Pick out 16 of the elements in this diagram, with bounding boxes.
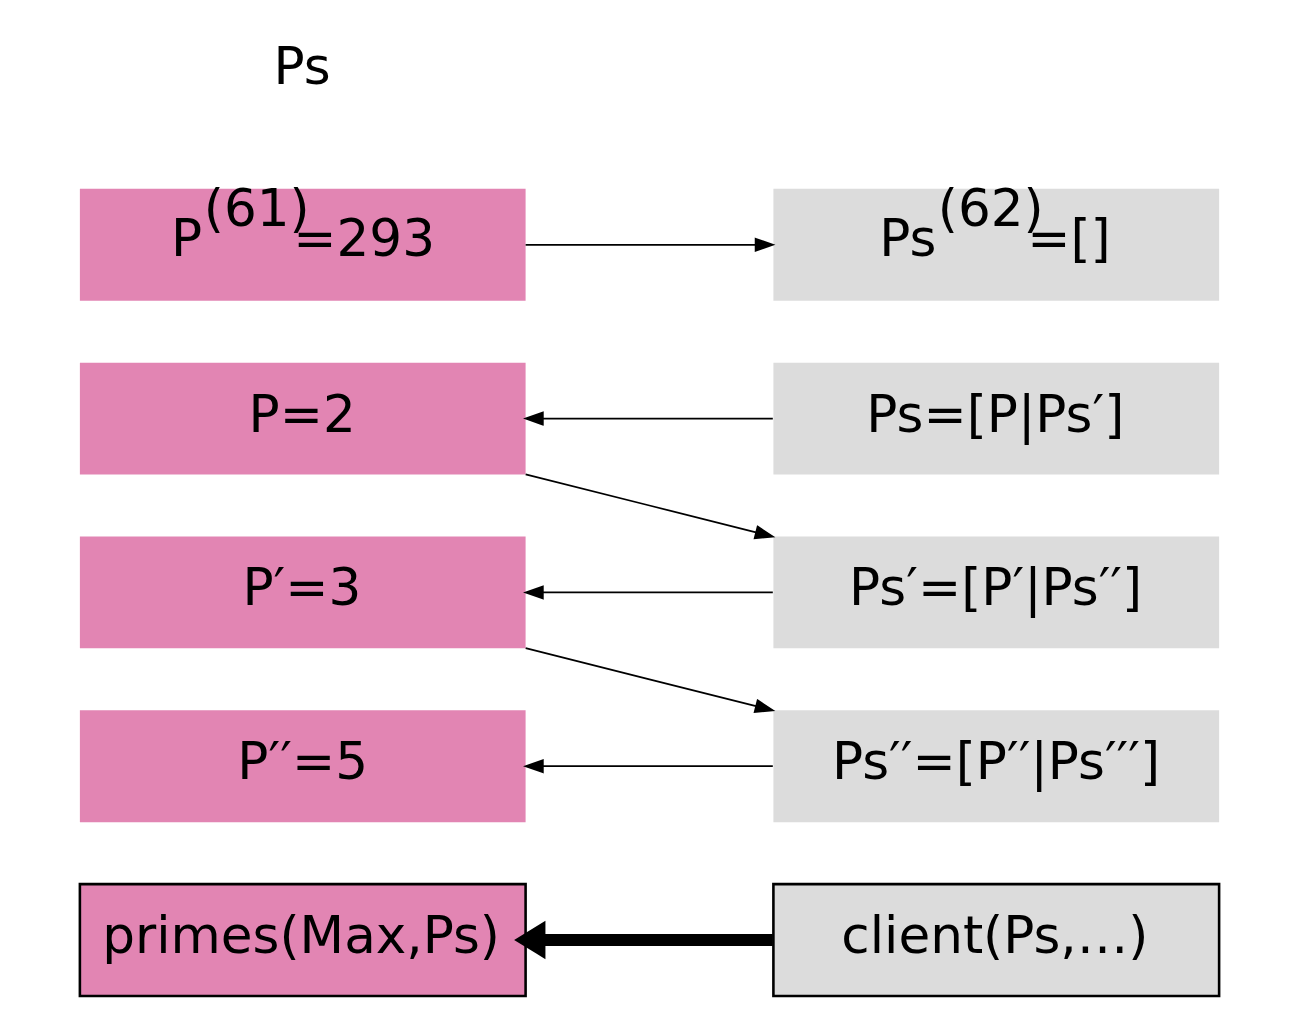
node-box: P=2 xyxy=(79,362,526,475)
node-box: Ps=[P|Ps′] xyxy=(772,362,1219,475)
arrow xyxy=(522,411,774,426)
arrow xyxy=(522,758,774,774)
node-box: client(Ps,…) xyxy=(771,882,1220,998)
arrow xyxy=(524,237,775,253)
arrow xyxy=(524,473,775,540)
node-box: P′′=5 xyxy=(79,710,526,823)
node-box: Ps′′=[P′′|Ps′′′] xyxy=(772,710,1219,823)
arrow xyxy=(522,585,774,600)
arrow xyxy=(524,647,775,713)
node-box: P′=3 xyxy=(79,536,526,649)
node-box: primes(Max,Ps) xyxy=(78,882,527,998)
label: Ps xyxy=(272,35,331,96)
node-box: Ps′=[P′|Ps′′] xyxy=(772,536,1219,649)
arrow xyxy=(513,920,773,960)
